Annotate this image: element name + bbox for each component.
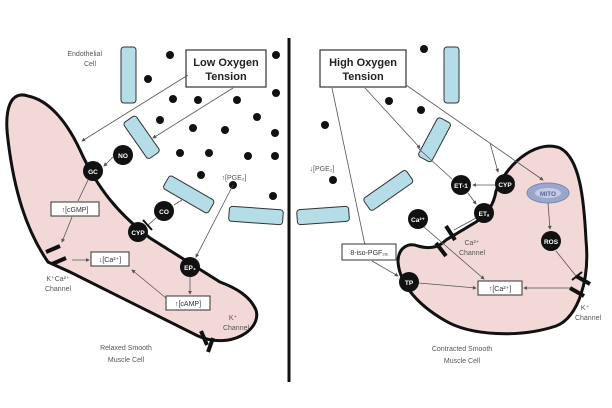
k-channel-right-label-line2: Channel xyxy=(575,315,602,322)
inhibit-eta-ca-channel xyxy=(453,217,477,231)
ca-channel-label-line2: Channel xyxy=(459,250,486,257)
kca-channel-label-line2: Channel xyxy=(45,286,72,293)
svg-text:NO: NO xyxy=(118,153,128,160)
ca-decrease-label: ↓[Ca²⁺] xyxy=(99,257,121,264)
endothelial-cell xyxy=(418,117,451,163)
arrow-no-to-gc xyxy=(103,156,114,167)
node-et1: ET-1 xyxy=(451,175,471,195)
low-oxygen-title-line1: Low Oxygen xyxy=(193,57,259,69)
ca-channel xyxy=(434,224,457,258)
node-gc: GC xyxy=(83,161,103,181)
contracted-cell-label-line1: Contracted Smooth xyxy=(432,346,492,353)
endothelial-cell xyxy=(228,205,284,226)
pge2-increase-label: ↑[PGE₂] xyxy=(222,175,247,182)
k-channel-left xyxy=(199,330,215,353)
camp-label: ↑[cAMP] xyxy=(175,301,201,308)
relaxed-smooth-muscle-cell xyxy=(5,93,259,343)
k-channel-left-label-line2: Channel xyxy=(223,325,250,332)
oxygen-molecules xyxy=(321,45,428,184)
contracted-cell-label-line2: Muscle Cell xyxy=(444,358,481,365)
ca-decrease-box xyxy=(90,251,130,267)
svg-text:ETₐ: ETₐ xyxy=(479,211,490,218)
relaxed-cell-label-line2: Muscle Cell xyxy=(108,357,145,364)
node-cyp-right: CYP xyxy=(495,174,515,194)
line-endothelium-to-et1 xyxy=(417,147,453,180)
arrow-high-o2-to-isoprostane xyxy=(331,87,368,251)
line-endothelium-to-co xyxy=(173,199,183,206)
line-gc-to-cgmp xyxy=(77,179,89,202)
endothelial-label-line2: Cell xyxy=(84,61,97,68)
isoprostane-box xyxy=(341,243,397,261)
svg-text:GC: GC xyxy=(88,169,98,176)
endothelial-cell xyxy=(123,115,160,159)
kca-channel xyxy=(45,244,67,266)
arrow-tp-to-ca xyxy=(418,282,477,290)
isoprostane-label: 8-iso-PGF₂ₐ xyxy=(350,250,388,257)
node-ep4: EP₄ xyxy=(180,257,200,277)
endothelial-cell xyxy=(120,46,137,104)
svg-text:CYP: CYP xyxy=(131,230,145,237)
node-ca: Ca²⁺ xyxy=(408,209,428,229)
arrow-high-o2-to-mito xyxy=(405,84,544,181)
endothelial-cell xyxy=(363,170,414,211)
low-oxygen-tension-box xyxy=(185,49,267,88)
high-oxygen-title-line2: Tension xyxy=(342,71,384,83)
svg-text:CO: CO xyxy=(159,209,169,216)
arrow-mito-to-ros xyxy=(547,202,552,230)
camp-box xyxy=(165,295,211,311)
pge2-decrease-label: ↓[PGE₂] xyxy=(310,166,335,173)
endothelial-label-line1: Endothelial xyxy=(67,51,102,58)
k-channel-right xyxy=(569,274,591,298)
cgmp-label: ↑[cGMP] xyxy=(62,207,89,214)
svg-text:ROS: ROS xyxy=(544,239,559,246)
svg-text:CYP: CYP xyxy=(498,182,512,189)
svg-text:Ca²⁺: Ca²⁺ xyxy=(411,217,425,224)
node-eta: ETₐ xyxy=(474,203,494,223)
node-tp: TP xyxy=(399,272,419,292)
arrow-high-o2-to-endothelium xyxy=(364,87,421,149)
svg-text:TP: TP xyxy=(405,280,414,287)
oxygen-molecules xyxy=(144,51,280,200)
k-channel-left-label-line1: K⁺ xyxy=(229,315,238,322)
mitochondrion: MITO xyxy=(526,182,570,204)
endothelial-cell xyxy=(443,46,460,104)
svg-text:ET-1: ET-1 xyxy=(454,183,468,190)
node-co: CO xyxy=(154,201,174,221)
high-oxygen-title-line1: High Oxygen xyxy=(329,57,397,69)
arrow-pge2-to-ep4 xyxy=(195,184,234,258)
arrow-ca-influx-to-ca xyxy=(423,226,485,280)
arrow-cgmp-to-channel xyxy=(61,216,73,243)
svg-text:MITO: MITO xyxy=(540,191,556,198)
high-oxygen-tension-box xyxy=(319,49,407,88)
ca-increase-box xyxy=(477,280,523,296)
kca-channel-label-line1: K⁺Ca²⁺ xyxy=(46,276,70,283)
arrow-low-o2-to-cell xyxy=(81,74,189,142)
arrow-low-o2-to-endothelium xyxy=(152,87,234,139)
node-cyp: CYP xyxy=(128,222,148,242)
ca-increase-label: ↑[Ca²⁺] xyxy=(489,286,511,293)
low-oxygen-title-line2: Tension xyxy=(205,71,247,83)
endothelial-cell xyxy=(296,205,350,226)
node-no: NO xyxy=(113,145,133,165)
relaxed-cell-label-line1: Relaxed Smooth xyxy=(100,345,152,352)
arrow-isoprostane-to-tp xyxy=(371,260,399,277)
svg-text:EP₄: EP₄ xyxy=(184,265,196,272)
node-ros: ROS xyxy=(541,231,561,251)
k-channel-right-label-line1: K⁺ xyxy=(581,305,590,312)
arrow-camp-to-ca xyxy=(131,269,167,299)
endothelial-cell xyxy=(163,175,215,214)
arrow-et1-to-eta xyxy=(467,192,477,205)
arrow-high-o2-to-cyp xyxy=(489,142,500,173)
inhibit-bar xyxy=(142,219,153,231)
cgmp-box xyxy=(50,201,100,217)
ca-channel-label-line1: Ca²⁺ xyxy=(465,240,480,247)
inhibit-ros-k-channel xyxy=(555,250,577,277)
